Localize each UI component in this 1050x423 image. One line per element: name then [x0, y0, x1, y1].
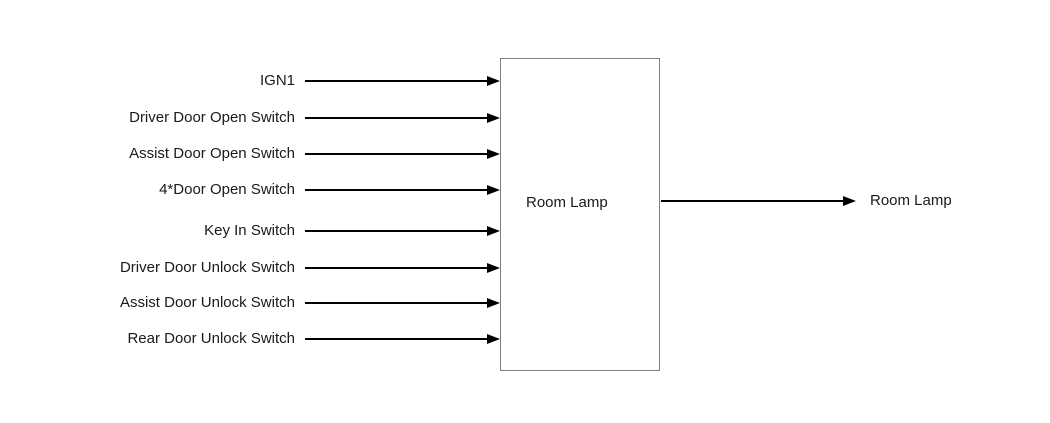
input-arrow-icon — [305, 189, 487, 191]
input-label-4-door-open: 4*Door Open Switch — [159, 181, 295, 198]
output-arrow-icon — [661, 200, 843, 202]
room-lamp-block-label: Room Lamp — [526, 194, 608, 211]
input-arrow-icon — [305, 153, 487, 155]
input-label-assist-door-unlock: Assist Door Unlock Switch — [119, 294, 295, 311]
input-arrow-icon — [305, 338, 487, 340]
input-row-rear-door-unlock: Rear Door Unlock Switch — [0, 329, 1050, 349]
input-row-4-door-open: 4*Door Open Switch — [0, 180, 1050, 200]
input-row-key-in: Key In Switch — [0, 221, 1050, 241]
input-label-driver-door-open: Driver Door Open Switch — [129, 109, 295, 126]
input-row-ign1: IGN1 — [0, 71, 1050, 91]
input-row-assist-door-open: Assist Door Open Switch — [0, 144, 1050, 164]
input-arrow-icon — [305, 302, 487, 304]
input-row-assist-door-unlock: Assist Door Unlock Switch — [0, 293, 1050, 313]
input-row-driver-door-open: Driver Door Open Switch — [0, 108, 1050, 128]
input-label-key-in: Key In Switch — [204, 222, 295, 239]
input-label-driver-door-unlock: Driver Door Unlock Switch — [119, 259, 295, 276]
input-arrow-icon — [305, 230, 487, 232]
output-label-room-lamp: Room Lamp — [870, 192, 952, 209]
input-arrow-icon — [305, 80, 487, 82]
input-label-ign1: IGN1 — [259, 72, 295, 89]
input-label-rear-door-unlock: Rear Door Unlock Switch — [127, 330, 295, 347]
input-row-driver-door-unlock: Driver Door Unlock Switch — [0, 258, 1050, 278]
room-lamp-block: Room Lamp — [500, 58, 660, 371]
input-label-assist-door-open: Assist Door Open Switch — [129, 145, 295, 162]
input-arrow-icon — [305, 117, 487, 119]
output-row-room-lamp: Room Lamp — [0, 191, 1050, 211]
input-arrow-icon — [305, 267, 487, 269]
